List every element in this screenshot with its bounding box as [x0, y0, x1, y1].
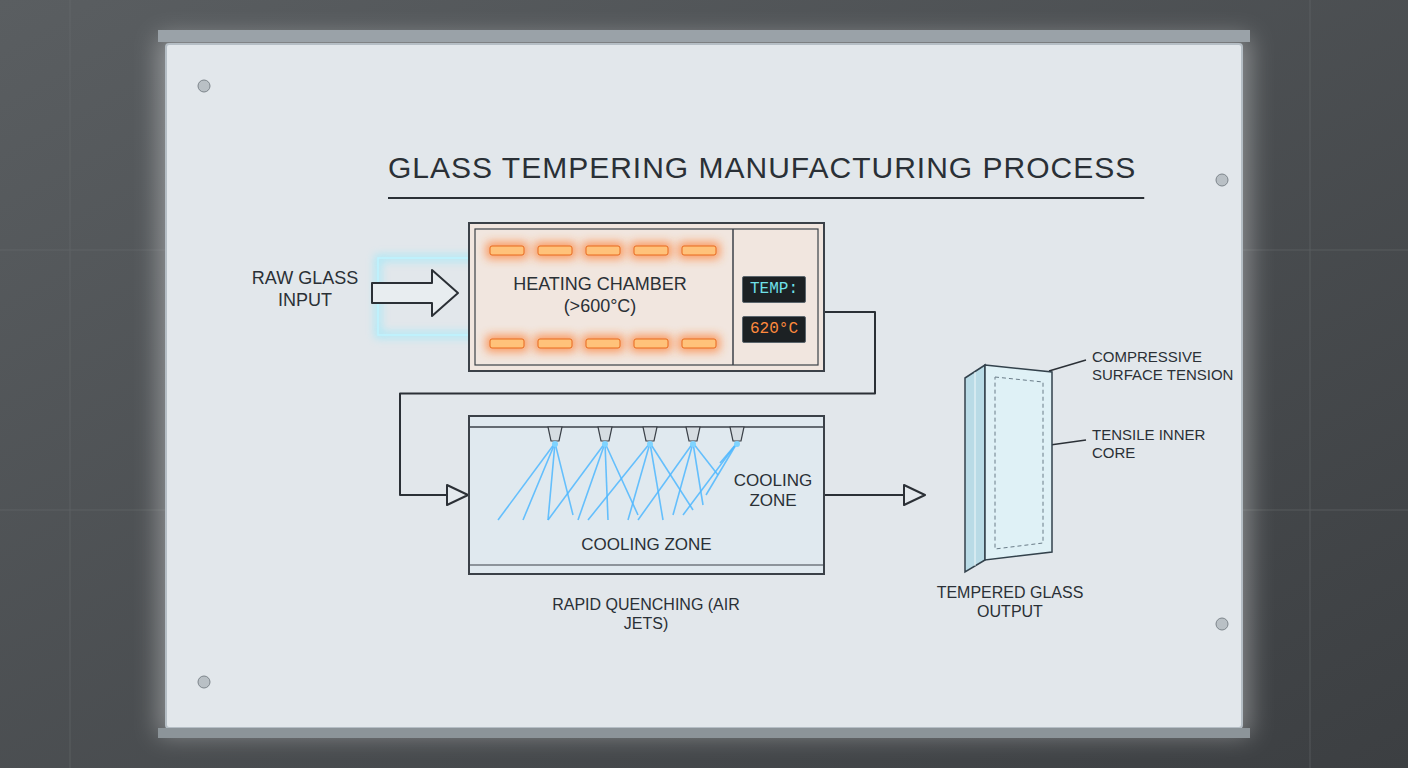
inner-core-outline [995, 377, 1043, 549]
air-nozzle [643, 427, 657, 441]
heating-element [682, 339, 716, 348]
callout-label: COMPRESSIVE SURFACE TENSION [1092, 348, 1252, 384]
node-text: RAPID QUENCHING (AIR JETS) [546, 595, 746, 633]
heater-glow [678, 335, 720, 352]
diagram-title: GLASS TEMPERING MANUFACTURING PROCESS [388, 150, 1136, 186]
heating-element [634, 246, 668, 255]
leader-line [1049, 360, 1086, 371]
heating-element [490, 339, 524, 348]
input-label: RAW GLASS INPUT [245, 268, 365, 311]
display-text: 620°C [750, 320, 798, 339]
heating-element [538, 339, 572, 348]
floor-line [469, 564, 824, 565]
flow-arrow [825, 494, 925, 496]
heating-element [538, 246, 572, 255]
air-nozzle [730, 427, 744, 441]
glass-pane [985, 365, 1052, 560]
air-jet [720, 443, 737, 463]
heater-glow [486, 335, 528, 352]
air-jet [548, 443, 555, 520]
glass-edge [965, 365, 985, 572]
nozzle-glow [690, 441, 696, 447]
air-jet [498, 443, 555, 520]
air-jet [683, 443, 737, 515]
node-text: COOLING ZONE [730, 471, 816, 512]
glass-panel [166, 44, 1242, 728]
heating-element [586, 339, 620, 348]
heating-element [490, 246, 524, 255]
heater-glow [582, 335, 624, 352]
panel-screws [198, 80, 1228, 688]
air-jet [638, 443, 693, 520]
temperature-label-display: TEMP: [742, 276, 806, 303]
air-nozzle [598, 427, 612, 441]
chamber-outline [469, 223, 824, 371]
air-jet [588, 443, 650, 520]
heater-glow [486, 242, 528, 259]
heating-element [586, 246, 620, 255]
air-nozzle [686, 427, 700, 441]
air-jet [605, 443, 608, 520]
air-jet [673, 443, 693, 515]
air-jet [578, 443, 605, 520]
heater-glow [630, 335, 672, 352]
heater-glow [630, 242, 672, 259]
temperature-readout-display: 620°C [742, 316, 806, 343]
node-text: COOLING ZONE [468, 535, 825, 555]
air-jet [523, 443, 555, 520]
title-underline [388, 197, 1144, 199]
panel-glow [158, 36, 1250, 736]
node-text: HEATING CHAMBER (>600°C) [490, 274, 710, 317]
tempered-glass-output: TEMPERED GLASS OUTPUT [925, 355, 1095, 620]
chamber-outline [469, 416, 824, 574]
glass-highlight [975, 372, 976, 566]
input-arrow [372, 270, 458, 316]
nozzle-glow [602, 441, 608, 447]
heater-glow [534, 335, 576, 352]
chamber-inner-outline [475, 229, 818, 365]
air-jet [693, 443, 718, 475]
heater-glow [534, 242, 576, 259]
heater-glow [582, 242, 624, 259]
node-text: TEMPERED GLASS OUTPUT [925, 583, 1095, 621]
mounting-rail [158, 30, 1250, 42]
heating-element [682, 246, 716, 255]
callout-label: TENSILE INNER CORE [1092, 426, 1212, 462]
shape-outline [925, 355, 1095, 620]
nozzle-glow [647, 441, 653, 447]
heater-glow [678, 242, 720, 259]
mounting-rail [158, 728, 1250, 738]
air-jet [555, 443, 573, 515]
nozzle-glow [552, 441, 558, 447]
heating-chamber: HEATING CHAMBER (>600°C) TEMP: 620°C [468, 222, 825, 372]
air-jet [706, 443, 737, 495]
cooling-chamber: COOLING ZONECOOLING ZONERAPID QUENCHING … [468, 415, 825, 575]
heating-element [634, 339, 668, 348]
air-nozzle [548, 427, 562, 441]
display-text: TEMP: [750, 280, 798, 299]
nozzle-glow [734, 441, 740, 447]
panel-divider [732, 229, 734, 365]
